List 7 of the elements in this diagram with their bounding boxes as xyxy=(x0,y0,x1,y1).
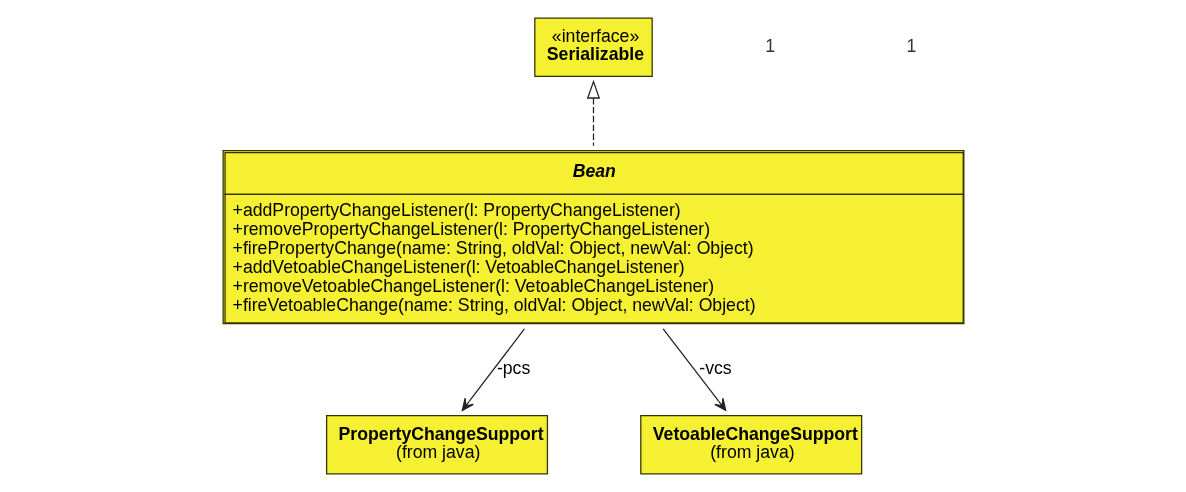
edge-label: -vcs xyxy=(698,358,732,379)
arrow xyxy=(586,79,600,147)
arrow xyxy=(461,328,525,411)
edge-label: -pcs xyxy=(496,358,530,379)
arrow xyxy=(662,328,726,411)
label: 1 xyxy=(906,35,916,56)
label: 1 xyxy=(764,35,775,56)
